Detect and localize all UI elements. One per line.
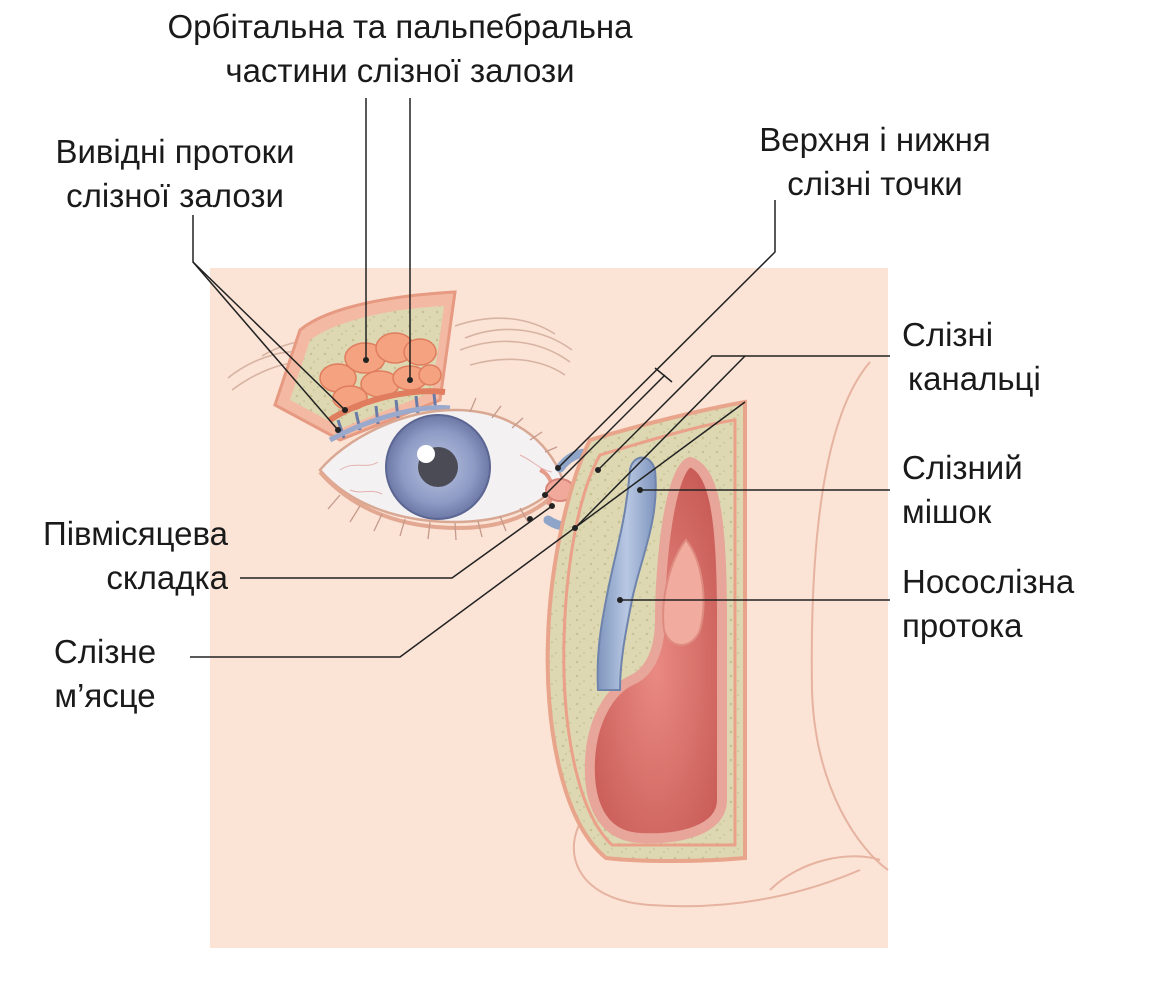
eyebrow bbox=[227, 317, 573, 391]
conjunctival-fornix bbox=[328, 405, 451, 443]
label-excretory-ducts-line1: Вивідні протоки bbox=[55, 133, 295, 170]
palpebral-gland-band bbox=[328, 388, 446, 423]
label-lacrimal-sac-line2: мішок bbox=[902, 493, 992, 530]
inferior-turbinate bbox=[662, 538, 705, 646]
leader-plica bbox=[240, 505, 553, 579]
label-gland-parts-line2: частини слізної залози bbox=[225, 52, 575, 89]
nasal-mucosa-outer bbox=[562, 418, 737, 847]
label-plica-line1: Півмісяцева bbox=[43, 515, 228, 552]
lower-lid-margin bbox=[318, 470, 568, 531]
label-plica-semilunaris: Півмісяцева складка bbox=[0, 512, 228, 600]
leader-puncta-2 bbox=[544, 374, 666, 496]
label-plica-line2: складка bbox=[106, 559, 228, 596]
light-reflex bbox=[417, 445, 435, 463]
lower-lashes bbox=[327, 494, 529, 541]
leader-dots bbox=[335, 357, 643, 603]
leader-caruncle bbox=[190, 401, 746, 658]
label-canaliculi-line2: канальці bbox=[908, 360, 1041, 397]
label-gland-parts: Орбітальна та пальпебральна частини сліз… bbox=[120, 5, 680, 93]
label-excretory-ducts: Вивідні протоки слізної залози bbox=[20, 130, 330, 218]
label-nasolacrimal-duct: Носослізна протока bbox=[902, 560, 1074, 648]
upper-lashes bbox=[469, 397, 558, 453]
label-canaliculi-line1: Слізні bbox=[902, 316, 994, 353]
label-caruncle-line1: Слізне bbox=[53, 633, 157, 670]
lacrimal-sac-duct bbox=[596, 456, 657, 691]
nostril-contour bbox=[769, 855, 881, 891]
label-lacrimal-puncta: Верхня і нижня слізні точки bbox=[720, 118, 1030, 206]
cheek-contour bbox=[810, 361, 889, 871]
leader-puncta-bracket bbox=[654, 367, 673, 383]
leader-lines bbox=[190, 98, 890, 658]
label-lacrimal-puncta-line1: Верхня і нижня bbox=[759, 121, 991, 158]
label-excretory-ducts-line2: слізної залози bbox=[66, 177, 284, 214]
label-caruncle: Слізне м’ясце bbox=[30, 630, 180, 718]
leader-puncta bbox=[557, 200, 776, 469]
label-canaliculi: Слізні канальці bbox=[902, 313, 1041, 401]
label-lacrimal-sac-line1: Слізний bbox=[902, 449, 1023, 486]
leader-ducts-2 bbox=[192, 261, 339, 431]
leader-canaliculi-2 bbox=[574, 355, 746, 529]
nose-ala-contour bbox=[572, 814, 861, 908]
leader-canaliculi bbox=[597, 355, 890, 471]
label-gland-parts-line1: Орбітальна та пальпебральна bbox=[167, 8, 633, 45]
label-caruncle-line2: м’ясце bbox=[54, 677, 156, 714]
scleral-vessels bbox=[339, 454, 553, 495]
label-lacrimal-sac: Слізний мішок bbox=[902, 446, 1023, 534]
label-nasolacrimal-duct-line2: протока bbox=[902, 607, 1023, 644]
label-nasolacrimal-duct-line1: Носослізна bbox=[902, 563, 1075, 600]
label-lacrimal-puncta-line2: слізні точки bbox=[787, 165, 963, 202]
